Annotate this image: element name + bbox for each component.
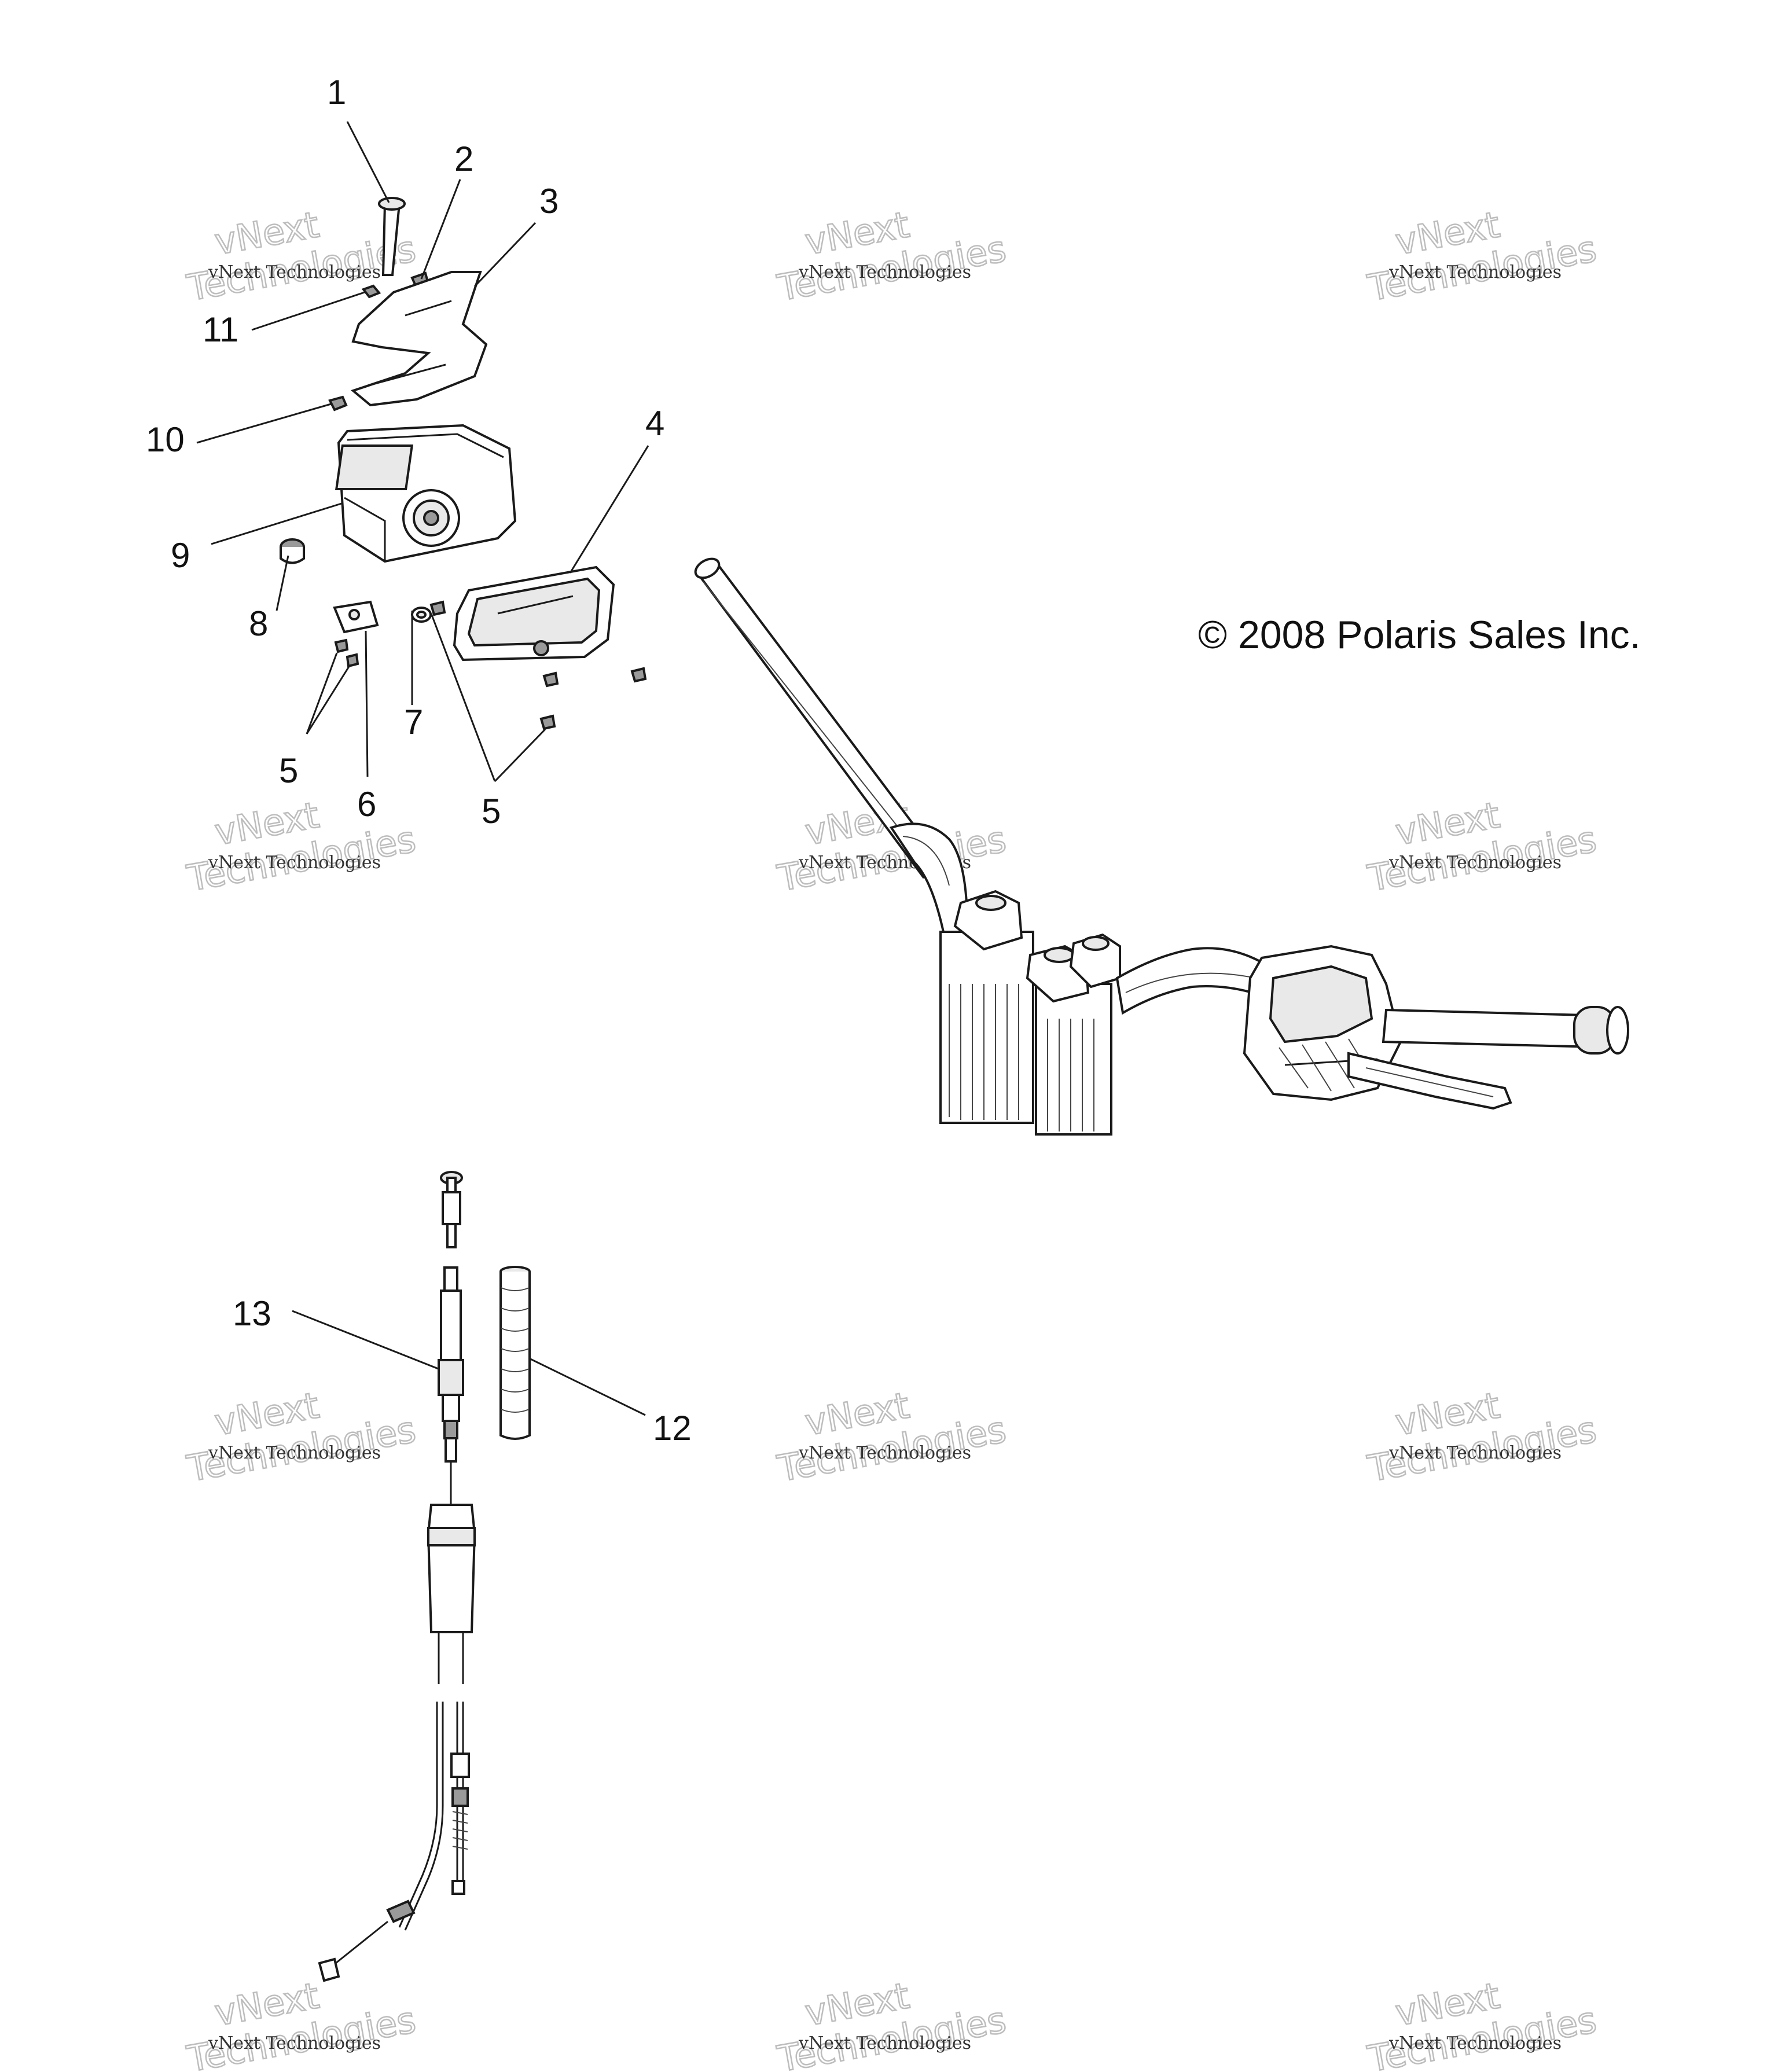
watermark-small: vNext Technologies <box>798 2033 971 2053</box>
watermark-small: vNext Technologies <box>208 262 381 282</box>
callout-10: 10 <box>146 420 185 459</box>
part-3-throttle-lever[interactable] <box>350 271 488 407</box>
callout-13: 13 <box>233 1294 271 1333</box>
watermark-tile: vNext Technologies vNext Technologies <box>1364 203 1600 310</box>
part-1-pin[interactable] <box>378 197 406 276</box>
callout-9: 9 <box>171 536 190 575</box>
part-7-o-ring[interactable] <box>411 607 432 623</box>
callout-5a: 5 <box>279 751 298 790</box>
copyright-text: © 2008 Polaris Sales Inc. <box>1198 613 1641 657</box>
callout-11: 11 <box>203 310 238 349</box>
callout-4: 4 <box>645 404 664 443</box>
watermark-tile: vNext Technologies vNext Technologies <box>773 203 1009 310</box>
right-control-housing <box>1243 945 1512 1110</box>
watermark-small: vNext Technologies <box>1388 262 1562 282</box>
riser-clamps <box>953 890 1121 1003</box>
handlebar-assembly <box>694 557 1629 1136</box>
watermark-tile: vNext Technologies vNext Technologies <box>1364 1383 1600 1490</box>
part-13-throttle-cable[interactable] <box>318 1171 476 1982</box>
callout-numbers: 1 2 3 11 10 4 9 8 7 5 6 5 13 12 <box>146 73 692 1448</box>
watermark-tile: vNext Technologies vNext Technologies <box>183 1974 419 2072</box>
watermark-small: vNext Technologies <box>208 853 381 873</box>
part-12-grip-sleeve[interactable] <box>499 1266 531 1440</box>
watermark-tile: vNext Technologies vNext Technologies <box>183 793 419 900</box>
part-6-cover-plate[interactable] <box>333 600 379 634</box>
callout-2: 2 <box>454 139 473 178</box>
callout-3: 3 <box>539 182 559 221</box>
callout-6: 6 <box>357 785 376 824</box>
callout-1: 1 <box>327 73 346 112</box>
part-10-nut[interactable] <box>328 395 348 412</box>
watermark-small: vNext Technologies <box>798 1443 971 1463</box>
watermark-small: vNext Technologies <box>208 2033 381 2053</box>
watermark-tile: vNext Technologies vNext Technologies <box>773 1383 1009 1490</box>
part-4-cover[interactable] <box>453 565 615 662</box>
part-9-housing[interactable] <box>335 424 517 563</box>
part-11-nut[interactable] <box>361 284 381 299</box>
callout-7: 7 <box>404 703 423 741</box>
part-5-screw-left[interactable] <box>334 600 647 730</box>
watermark-small: vNext Technologies <box>1388 853 1562 873</box>
watermark-small: vNext Technologies <box>798 262 971 282</box>
fork-tubes <box>939 931 1112 1136</box>
callout-12: 12 <box>653 1409 692 1448</box>
watermark-tile: vNext Technologies vNext Technologies <box>773 1974 1009 2072</box>
watermark-small: vNext Technologies <box>1388 2033 1562 2053</box>
leader-lines <box>196 121 649 1416</box>
watermark-tile: vNext Technologies vNext Technologies <box>1364 1974 1600 2072</box>
part-8-plug[interactable] <box>280 538 305 564</box>
watermark-small: vNext Technologies <box>208 1443 381 1463</box>
callout-8: 8 <box>249 604 268 643</box>
throttle-housing-assembly <box>280 197 647 730</box>
watermark-tile: vNext Technologies vNext Technologies <box>183 1383 419 1490</box>
callout-5b: 5 <box>482 792 501 831</box>
watermark-tile: vNext Technologies vNext Technologies <box>1364 793 1600 900</box>
watermark-small: vNext Technologies <box>1388 1443 1562 1463</box>
